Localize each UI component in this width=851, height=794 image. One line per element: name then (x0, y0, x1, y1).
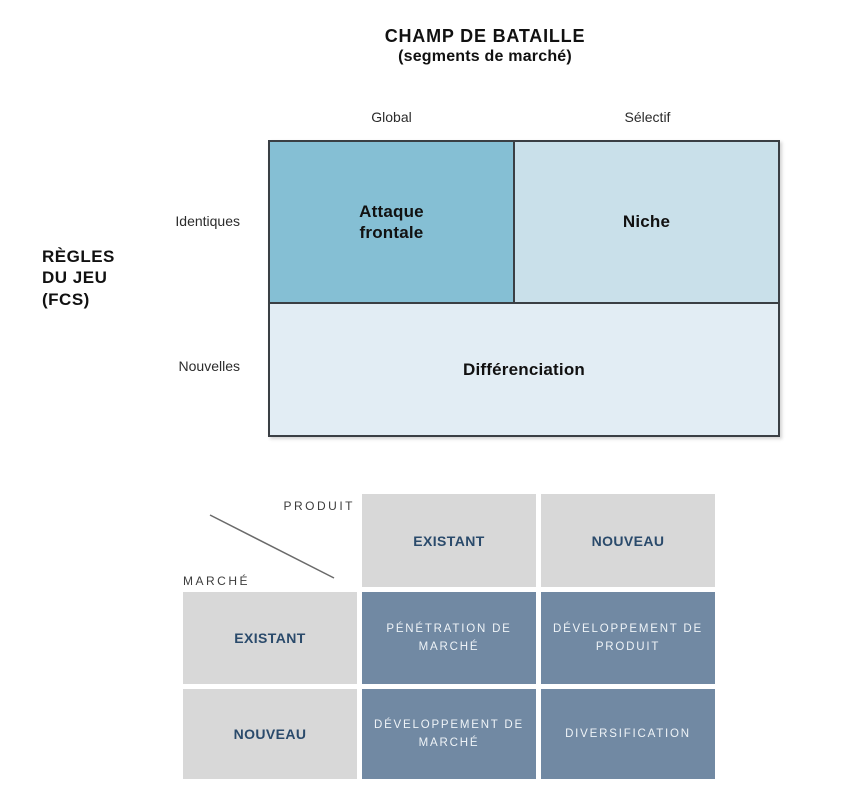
row-header-existant: EXISTANT (183, 592, 357, 684)
battlefield-matrix-row-identiques: Attaque frontale Niche (270, 142, 778, 304)
column-label-selectif: Sélectif (624, 109, 671, 125)
row-header-nouveau: NOUVEAU (183, 689, 357, 779)
cell-diversification: DIVERSIFICATION (541, 689, 715, 779)
battlefield-title: CHAMP DE BATAILLE (384, 26, 586, 46)
cell-differenciation: Différenciation (270, 304, 778, 435)
battlefield-matrix: Attaque frontale Niche Différenciation (268, 140, 780, 437)
battlefield-title-block: CHAMP DE BATAILLE (segments de marché) (180, 26, 790, 66)
column-header-nouveau: NOUVEAU (541, 494, 715, 587)
column-header-existant: EXISTANT (362, 494, 536, 587)
diagonal-axis-divider-line (209, 514, 335, 579)
cell-penetration-de-marche: PÉNÉTRATION DE MARCHÉ (362, 592, 536, 684)
row-label-identiques: Identiques (175, 213, 240, 229)
ansoff-matrix: EXISTANT NOUVEAU EXISTANT PÉNÉTRATION DE… (183, 494, 715, 779)
row-label-nouvelles: Nouvelles (178, 358, 240, 374)
cell-attaque-frontale: Attaque frontale (270, 142, 515, 302)
battlefield-subtitle: (segments de marché) (398, 48, 572, 65)
column-label-global: Global (371, 109, 412, 125)
cell-developpement-de-marche: DÉVELOPPEMENT DE MARCHÉ (362, 689, 536, 779)
cell-developpement-de-produit: DÉVELOPPEMENT DE PRODUIT (541, 592, 715, 684)
rules-of-game-axis-label: RÈGLES DU JEU (FCS) (42, 247, 115, 309)
cell-niche: Niche (515, 142, 778, 302)
axis-label-produit: PRODUIT (283, 499, 355, 513)
corner-cell (183, 494, 357, 587)
axis-label-marche: MARCHÉ (183, 574, 251, 588)
